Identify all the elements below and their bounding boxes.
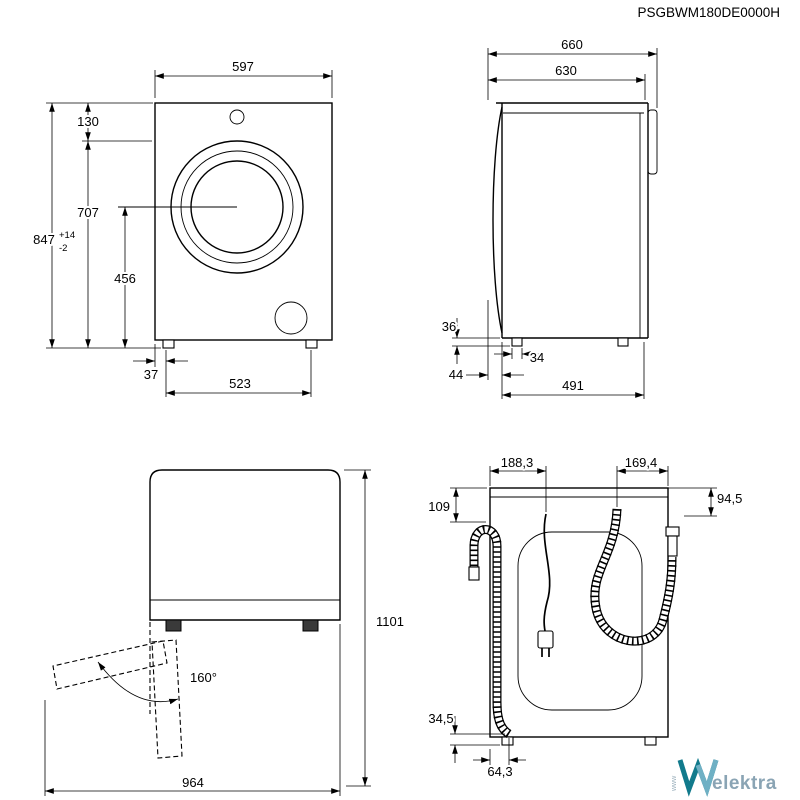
dim-tolerance-minus: -2 xyxy=(59,243,67,254)
door-view-rear-foot xyxy=(302,619,319,632)
dim-label: 1101 xyxy=(376,614,404,629)
dim-label: 456 xyxy=(114,271,136,286)
logo-side-text: www xyxy=(671,775,678,792)
rear-panel-contour xyxy=(517,531,643,711)
dim-drain-hook-from-top: 109 xyxy=(426,487,487,523)
pump-door xyxy=(274,301,308,335)
logo-brand-text: elektra xyxy=(712,773,777,794)
dim-feet-span-side: 491 xyxy=(501,342,645,399)
dim-label: 34 xyxy=(530,350,544,365)
inlet-coupling-nut xyxy=(665,526,680,537)
dim-label: 94,5 xyxy=(717,491,742,506)
dim-drain-outlet-height: 34,5 xyxy=(426,709,505,763)
dim-tolerance-plus: +14 xyxy=(59,230,75,241)
dim-top-to-door: 130 xyxy=(75,103,152,142)
dim-label: 523 xyxy=(229,376,251,391)
front-view: 597 847 +14 -2 130 707 456 xyxy=(31,57,333,397)
top-knob xyxy=(229,109,245,125)
dim-inlet-from-top: 94,5 xyxy=(668,487,744,517)
dim-label: 34,5 xyxy=(428,711,453,726)
door-angle-label: 160° xyxy=(190,670,217,685)
brand-logo: www elektra xyxy=(671,757,777,797)
dim-label: 847 xyxy=(33,232,55,247)
cabinet-side-outline xyxy=(149,469,341,621)
side-front-bulge xyxy=(492,106,503,334)
dim-label: 169,4 xyxy=(625,455,658,470)
dim-door-center-to-floor: 456 xyxy=(112,207,138,348)
dim-label: 130 xyxy=(77,114,99,129)
dim-door-top-to-floor: 707 xyxy=(75,141,101,348)
dim-foot-width: 34 xyxy=(494,348,546,367)
open-door-view: 160° 1101 964 xyxy=(44,469,406,796)
power-cord xyxy=(537,513,554,657)
drawing-code: PSGBWM180DE0000H xyxy=(637,5,780,20)
dim-side-to-foot: 37 xyxy=(133,344,188,384)
dim-label: 491 xyxy=(562,378,584,393)
dim-label: 660 xyxy=(561,37,583,52)
drain-hose-end xyxy=(468,566,480,581)
dim-label: 37 xyxy=(144,367,158,382)
rear-right-foot xyxy=(644,736,657,746)
dim-label: 964 xyxy=(182,775,204,790)
dim-label: 630 xyxy=(555,63,577,78)
dim-label: 597 xyxy=(232,59,254,74)
rear-cabinet-outline xyxy=(489,487,669,738)
dim-depth-door-open: 964 xyxy=(44,624,341,796)
side-view: 660 630 36 34 44 xyxy=(440,35,658,399)
dim-front-panel-depth: 44 xyxy=(447,300,524,384)
front-right-foot xyxy=(305,339,318,349)
dim-inlet-from-right: 169,4 xyxy=(616,453,669,507)
rear-left-foot xyxy=(501,736,514,746)
inlet-hose xyxy=(590,508,680,646)
dim-foot-height: 36 xyxy=(440,317,510,364)
door-hanging-position xyxy=(151,639,183,759)
logo-w-mark-accent xyxy=(695,759,719,797)
rear-view: 188,3 169,4 109 94,5 34,5 xyxy=(426,453,744,781)
dim-label: 44 xyxy=(449,367,463,382)
dim-label: 188,3 xyxy=(501,455,534,470)
door-swing-arc xyxy=(97,661,179,705)
dim-feet-span-front: 523 xyxy=(165,350,312,397)
dim-cord-from-left: 188,3 xyxy=(489,453,547,512)
dim-depth-total: 660 xyxy=(487,35,658,108)
drain-hose xyxy=(468,525,512,738)
dim-label: 109 xyxy=(428,499,450,514)
rear-protrusion xyxy=(647,109,658,175)
dim-label: 707 xyxy=(77,205,99,220)
side-rear-foot xyxy=(617,337,629,347)
power-plug xyxy=(537,630,554,649)
dim-front-width: 597 xyxy=(154,57,333,98)
side-front-foot xyxy=(511,337,523,347)
front-left-foot xyxy=(162,339,175,349)
front-cabinet-outline xyxy=(154,102,333,341)
dim-depth-body: 630 xyxy=(488,61,646,100)
dim-label: 36 xyxy=(442,319,456,334)
door-view-front-foot xyxy=(165,619,182,632)
dim-label: 64,3 xyxy=(487,764,512,779)
door-open-position xyxy=(52,640,168,690)
dim-total-height: 1101 xyxy=(344,469,406,787)
inlet-coupling-body xyxy=(667,535,678,557)
dim-front-height: 847 +14 -2 xyxy=(31,102,161,349)
dim-drain-outlet-from-left: 64,3 xyxy=(473,738,526,781)
